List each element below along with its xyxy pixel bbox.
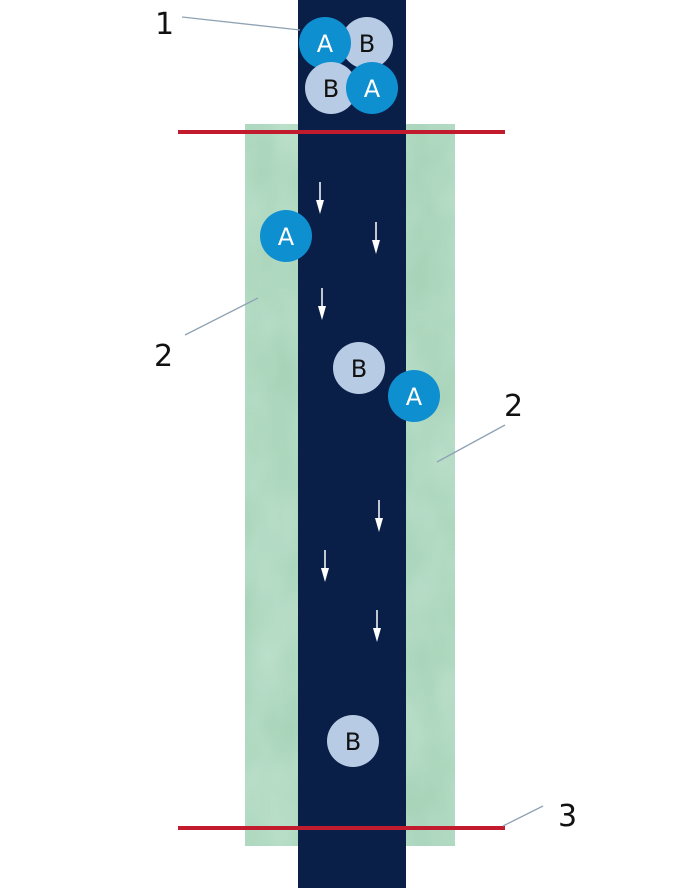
particle-label: B <box>351 355 367 383</box>
particle-label: A <box>278 223 295 251</box>
label-2-left: 2 <box>154 339 173 374</box>
leader-line-2-right <box>436 424 506 463</box>
particle-label: A <box>317 30 334 58</box>
particle-label: A <box>406 383 423 411</box>
down-arrow-icon <box>318 288 326 320</box>
compound-b-particle: B <box>333 342 385 394</box>
flow-arrows <box>316 182 383 642</box>
label-1: 1 <box>155 7 174 42</box>
down-arrow-icon <box>372 222 380 254</box>
leader-lines <box>181 16 544 827</box>
particle-label: B <box>323 75 339 103</box>
down-arrow-icon <box>321 550 329 582</box>
particle-label: A <box>364 75 381 103</box>
down-arrow-icon <box>375 500 383 532</box>
compound-a-particle: A <box>299 17 351 69</box>
down-arrow-icon <box>373 610 381 642</box>
compound-b-particle: B <box>341 17 393 69</box>
down-arrow-icon <box>316 182 324 214</box>
leader-line-1 <box>181 16 301 31</box>
label-3: 3 <box>558 799 577 834</box>
particle-label: B <box>359 30 375 58</box>
particle-label: B <box>345 728 361 756</box>
leader-line-3 <box>502 805 544 827</box>
leader-line-2-left <box>184 297 259 336</box>
compound-b-particle: B <box>327 715 379 767</box>
compound-b-particle: B <box>305 62 357 114</box>
compound-a-particle: A <box>346 62 398 114</box>
label-2-right: 2 <box>504 389 523 424</box>
compound-a-particle: A <box>388 370 440 422</box>
stationary-phase-right <box>406 124 455 846</box>
compound-a-particle: A <box>260 210 312 262</box>
